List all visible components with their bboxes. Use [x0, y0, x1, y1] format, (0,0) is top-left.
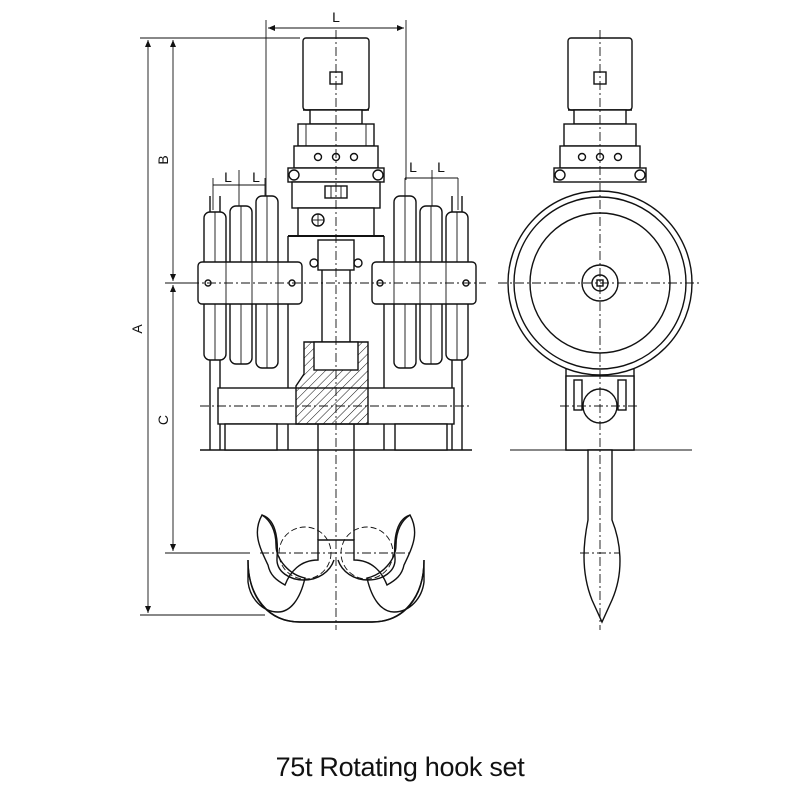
- dim-label-left-l1: L: [224, 169, 232, 185]
- right-sheave-pack: [371, 195, 477, 369]
- dim-label-left-l2: L: [252, 169, 260, 185]
- dim-label-right-l1: L: [409, 159, 417, 175]
- dim-label-c: C: [155, 415, 171, 425]
- double-hook: [247, 514, 425, 623]
- dimension-lines: A B C L L L L L: [129, 9, 459, 616]
- dim-label-b: B: [155, 155, 171, 164]
- dim-label-right-l2: L: [437, 159, 445, 175]
- left-sheave-pack: [197, 195, 303, 369]
- hook-shank: [295, 239, 369, 540]
- front-view: A B C L L L L L: [129, 9, 486, 630]
- dim-label-a: A: [129, 324, 145, 334]
- diagram-caption: 75t Rotating hook set: [275, 752, 525, 782]
- side-view: [498, 30, 702, 630]
- center-lines: [190, 30, 486, 630]
- dim-label-top-l: L: [332, 9, 340, 25]
